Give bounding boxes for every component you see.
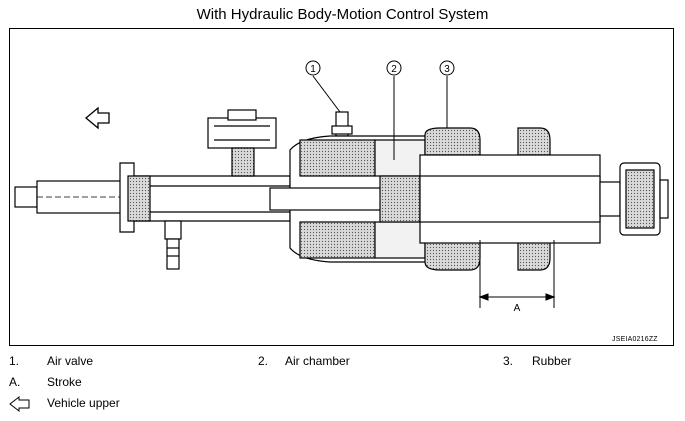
legend-num-3: 3. [503,354,514,368]
mount [599,162,669,236]
piston-rod [14,180,124,214]
callout-1: 1 [310,64,316,75]
diagram-title: With Hydraulic Body-Motion Control Syste… [196,6,489,23]
legend-text-air-valve: Air valve [47,354,94,368]
image-code: JSEIA0216ZZ [612,336,658,343]
legend-arrow-icon [9,395,30,413]
legend-text-air-chamber: Air chamber [285,354,350,368]
connector [207,109,277,177]
legend-num-a: A. [9,375,21,389]
lower-fitting [164,220,182,270]
dimension-label-a: A [514,303,521,314]
legend-text-rubber: Rubber [532,354,572,368]
diagram-frame [9,28,674,346]
inner-rod [269,175,421,223]
stroke-dimension [478,240,556,308]
legend-num-2: 2. [258,354,269,368]
rubber-bellows [424,127,551,271]
legend-text-vehicle-upper: Vehicle upper [47,396,120,410]
callout-3: 3 [444,64,450,75]
outer-tube [419,154,601,244]
air-chamber-body [289,135,431,263]
air-valve [331,111,353,137]
callout-circles [305,60,455,76]
vehicle-upper-arrow-icon [84,106,110,130]
legend-text-stroke: Stroke [47,375,82,389]
callout-2: 2 [391,64,397,75]
legend-num-1: 1. [9,354,20,368]
rod-end-housing [119,162,291,233]
